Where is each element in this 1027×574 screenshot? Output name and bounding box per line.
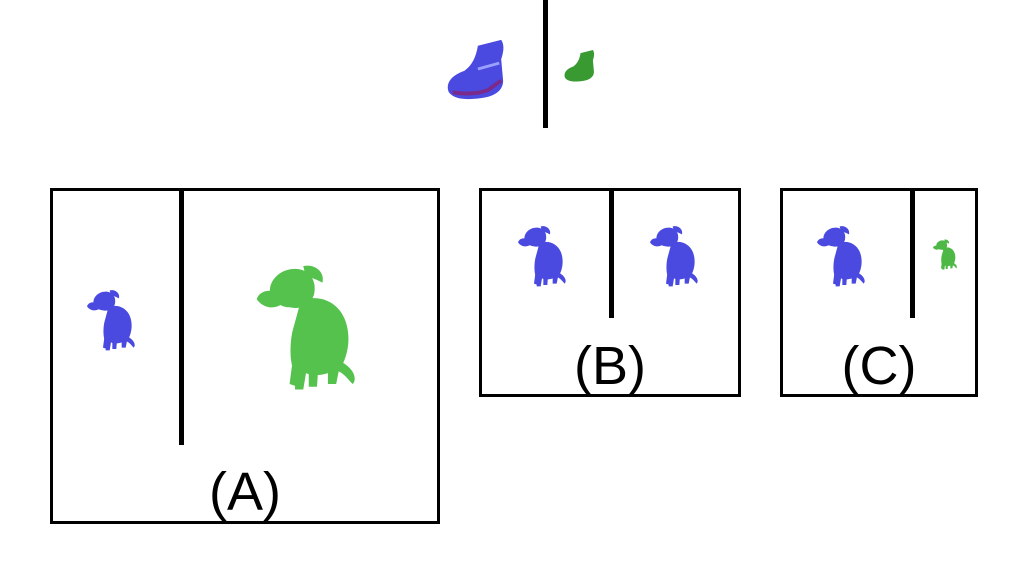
panel-b-label: (B): [574, 336, 646, 396]
panel-c-divider: [910, 191, 915, 318]
panel-a-label: (A): [209, 462, 281, 522]
panel-a-left-dog: [81, 281, 141, 353]
panel-a: (A): [50, 188, 440, 524]
reference-divider: [543, 0, 548, 128]
panel-c-left-dog: [811, 217, 871, 289]
panel-b: (B): [479, 188, 741, 397]
dog-icon: [817, 226, 865, 287]
dog-icon: [650, 226, 698, 287]
panel-b-left-dog: [512, 217, 572, 289]
panel-a-divider: [179, 191, 184, 445]
reference-pair: [430, 0, 630, 130]
dog-icon: [87, 290, 135, 351]
panel-c-right-dog: [930, 235, 960, 271]
shoe-icon: [447, 39, 504, 100]
dog-icon: [518, 226, 566, 287]
reference-shoe-blue: [442, 36, 508, 100]
dog-icon: [933, 239, 957, 270]
panel-a-right-dog: [243, 247, 369, 395]
shoe-icon: [564, 50, 595, 82]
panel-b-right-dog: [644, 217, 704, 289]
panel-c-label: (C): [841, 336, 917, 396]
panel-b-divider: [609, 191, 614, 318]
dog-icon: [256, 265, 355, 390]
panel-c: (C): [780, 188, 978, 397]
reference-shoe-green: [562, 48, 596, 82]
